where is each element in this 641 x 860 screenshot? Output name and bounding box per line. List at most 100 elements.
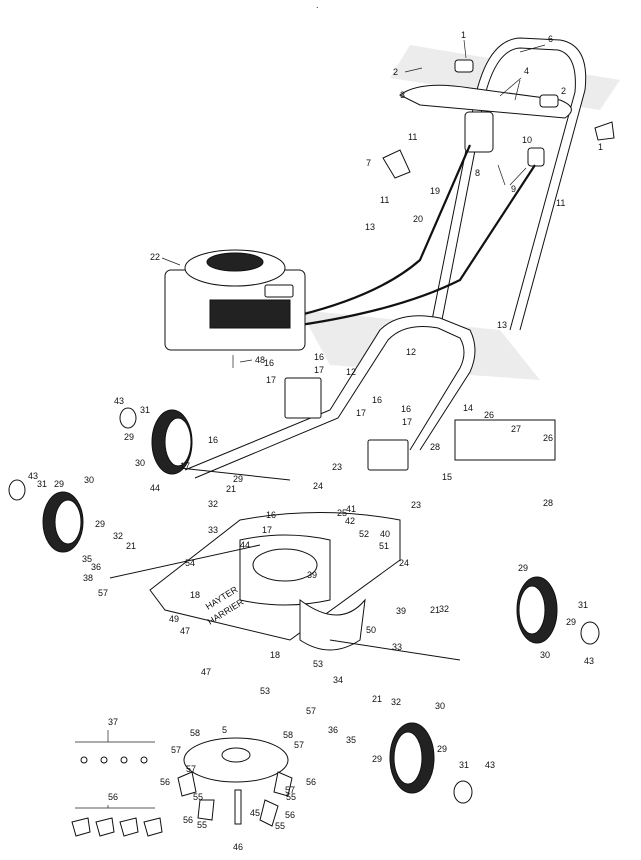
handle-bracket-left — [284, 377, 322, 419]
wheel-front-right — [389, 722, 435, 794]
callout-35: 35 — [82, 554, 92, 564]
callout-1: 1 — [461, 30, 466, 40]
callout-43: 43 — [114, 396, 124, 406]
cable-clip — [527, 147, 545, 167]
leader-lines — [107, 39, 546, 808]
blade-bolt-46 — [234, 789, 242, 825]
handle-end-knob — [594, 121, 615, 141]
callout-54: 54 — [185, 558, 195, 568]
callout-35: 35 — [346, 735, 356, 745]
callout-17: 17 — [402, 417, 412, 427]
throttle-cable — [299, 144, 472, 317]
callout-9: 9 — [511, 184, 516, 194]
callout-43: 43 — [28, 471, 38, 481]
leader-line — [497, 164, 506, 186]
callout-55: 55 — [286, 792, 296, 802]
blade-tip-56 — [197, 799, 215, 821]
callout-34: 34 — [333, 675, 343, 685]
wheel-hub — [518, 585, 546, 635]
leader-line — [161, 257, 181, 266]
callout-13: 13 — [497, 320, 507, 330]
callout-33: 33 — [392, 642, 402, 652]
callout-37: 37 — [108, 717, 118, 727]
callout-30: 30 — [435, 701, 445, 711]
top-mark: . — [316, 0, 319, 10]
callout-16: 16 — [264, 358, 274, 368]
rear-flap — [454, 419, 556, 461]
callout-19: 19 — [430, 186, 440, 196]
engine-cooling-fins — [209, 299, 291, 329]
callout-57: 57 — [294, 740, 304, 750]
callout-55: 55 — [197, 820, 207, 830]
callout-17: 17 — [314, 365, 324, 375]
callout-31: 31 — [459, 760, 469, 770]
kit-56-blade — [143, 817, 163, 837]
callout-33: 33 — [208, 525, 218, 535]
callout-8: 8 — [475, 168, 480, 178]
callout-29: 29 — [95, 519, 105, 529]
callout-2: 2 — [393, 67, 398, 77]
callout-30: 30 — [84, 475, 94, 485]
callout-12: 12 — [406, 347, 416, 357]
callout-43: 43 — [584, 656, 594, 666]
callout-6: 6 — [548, 34, 553, 44]
callout-29: 29 — [124, 432, 134, 442]
callout-13: 13 — [365, 222, 375, 232]
callout-56: 56 — [108, 792, 118, 802]
callout-16: 16 — [372, 395, 382, 405]
callout-41: 41 — [346, 504, 356, 514]
blade-tip-56 — [177, 771, 197, 797]
callout-31: 31 — [37, 479, 47, 489]
callout-55: 55 — [193, 792, 203, 802]
callout-53: 53 — [313, 659, 323, 669]
callout-17: 17 — [266, 375, 276, 385]
kit-37-item — [120, 756, 128, 764]
cable-guide-7 — [382, 149, 411, 179]
callout-28: 28 — [430, 442, 440, 452]
callout-29: 29 — [518, 563, 528, 573]
callout-11: 11 — [408, 132, 417, 142]
kit-56-blade — [95, 817, 115, 837]
callout-1: 1 — [598, 142, 603, 152]
callout-45: 45 — [250, 808, 260, 818]
callout-16: 16 — [401, 404, 411, 414]
callout-3: 3 — [400, 90, 405, 100]
callout-50: 50 — [366, 625, 376, 635]
callout-30: 30 — [540, 650, 550, 660]
drive-cable — [299, 164, 536, 327]
front-axle-left — [109, 544, 261, 579]
kit-37-item — [80, 756, 88, 764]
wheel-cap-43 — [580, 621, 600, 645]
leader-line — [514, 79, 521, 101]
wheel-hub — [393, 731, 423, 785]
callout-44: 44 — [150, 483, 160, 493]
callout-11: 11 — [380, 195, 389, 205]
callout-29: 29 — [233, 474, 243, 484]
rear-axle — [179, 467, 291, 481]
callout-48: 48 — [255, 355, 265, 365]
callout-10: 10 — [522, 135, 532, 145]
handle-knob-right — [539, 94, 559, 108]
callout-57: 57 — [306, 706, 316, 716]
callout-39: 39 — [307, 570, 317, 580]
callout-57: 57 — [186, 764, 196, 774]
wheel-hub — [164, 417, 192, 467]
wheel-hub — [54, 499, 82, 545]
callout-58: 58 — [283, 730, 293, 740]
callout-29: 29 — [372, 754, 382, 764]
upper-handle-group — [382, 37, 620, 331]
callout-52: 52 — [359, 529, 369, 539]
kit-37 — [75, 741, 155, 764]
callout-23: 23 — [411, 500, 421, 510]
callout-21: 21 — [372, 694, 382, 704]
engine-group — [164, 249, 306, 368]
blade-disc-hub — [221, 747, 251, 763]
callout-57: 57 — [98, 588, 108, 598]
callout-55: 55 — [275, 821, 285, 831]
callout-56: 56 — [183, 815, 193, 825]
callout-27: 27 — [511, 424, 521, 434]
kit-56-blade — [119, 817, 139, 837]
callout-29: 29 — [54, 479, 64, 489]
blade-tip-56 — [259, 799, 279, 827]
callout-49: 49 — [169, 614, 179, 624]
